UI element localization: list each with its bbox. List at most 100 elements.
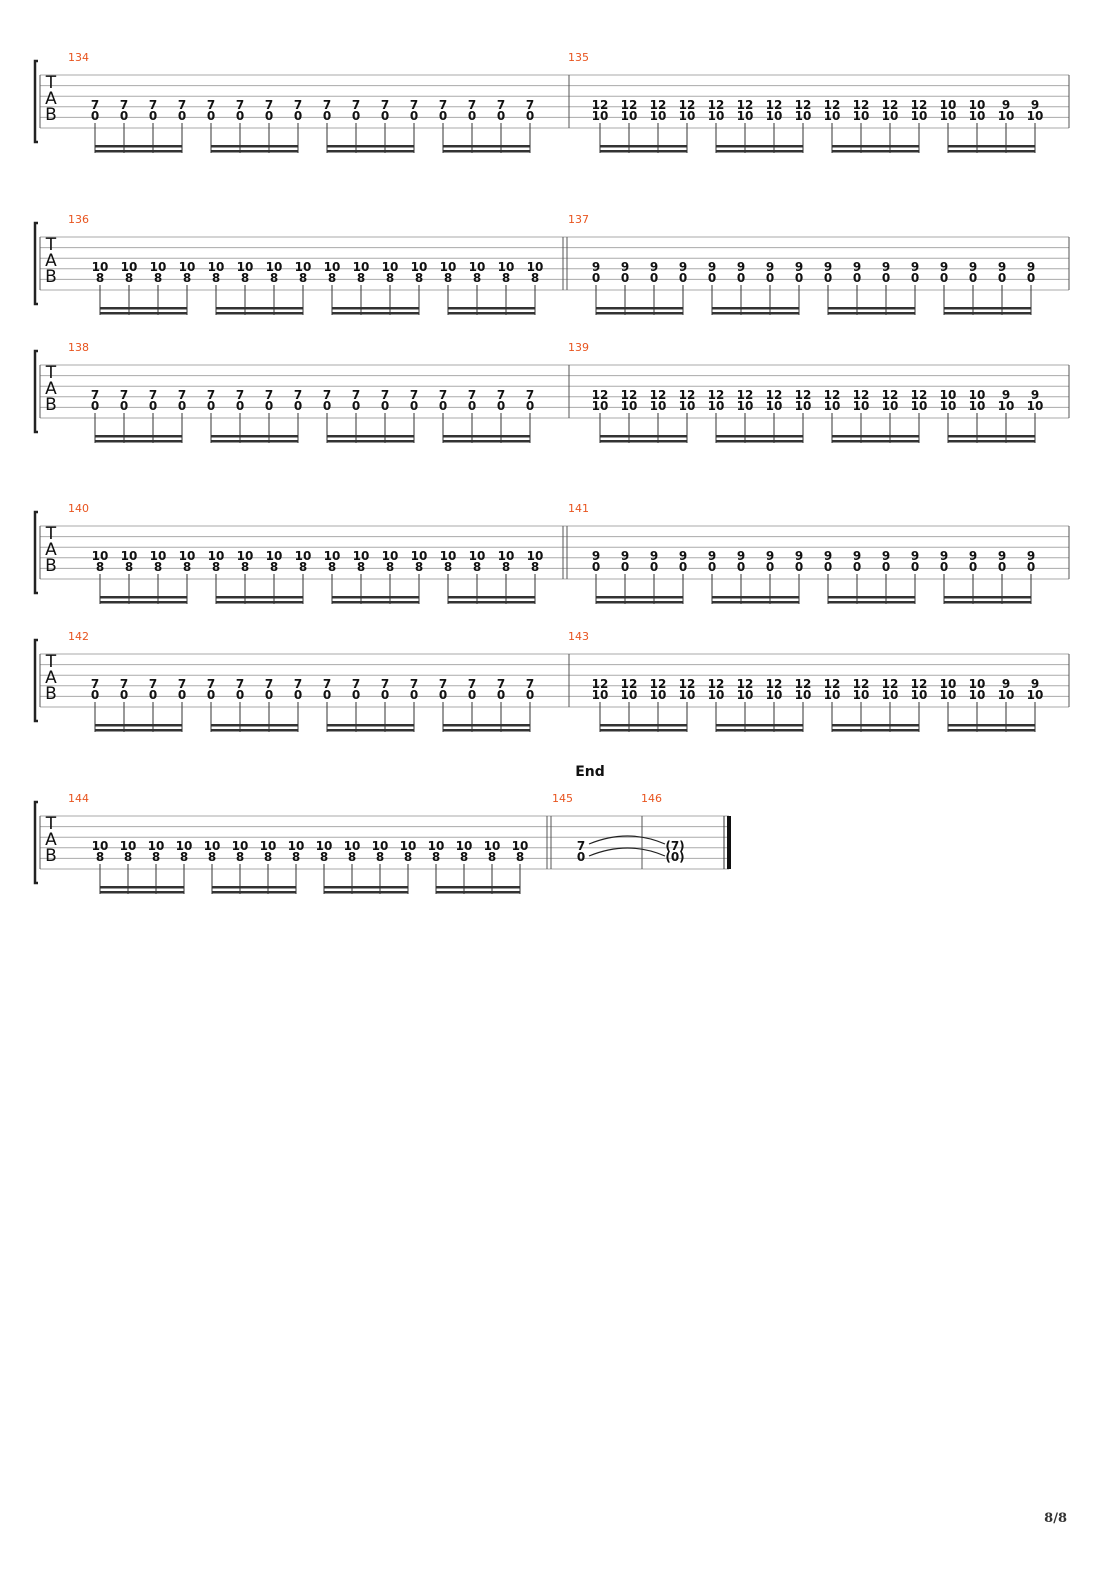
fret-number-upper: 10 (969, 677, 986, 691)
beam-primary (716, 435, 803, 438)
beam-secondary (596, 312, 683, 315)
fret-number-upper: 12 (853, 388, 870, 402)
fret-number-lower: 8 (208, 850, 216, 864)
fret-number-lower: 10 (940, 109, 957, 123)
fret-number-upper: 7 (265, 98, 273, 112)
fret-number-upper: 7 (120, 677, 128, 691)
fret-number-lower: 8 (328, 560, 336, 574)
fret-number-upper: 7 (439, 98, 447, 112)
fret-number-lower: 0 (998, 271, 1006, 285)
fret-number-upper: 9 (708, 549, 716, 563)
fret-number-upper: 10 (150, 549, 167, 563)
fret-number-upper: 10 (295, 260, 312, 274)
fret-number-upper: 7 (178, 98, 186, 112)
fret-number-upper: 7 (410, 98, 418, 112)
fret-number-lower: 8 (270, 560, 278, 574)
fret-number-upper: 9 (1031, 677, 1039, 691)
fret-number-upper: 7 (294, 677, 302, 691)
measure-number: 144 (68, 792, 89, 805)
fret-number-upper: 9 (1002, 98, 1010, 112)
beam-secondary (324, 891, 408, 894)
measure-number: 135 (568, 51, 589, 64)
beam-primary (828, 596, 915, 599)
fret-number-upper: 7 (207, 388, 215, 402)
fret-number-lower: 0 (294, 109, 302, 123)
fret-number-lower: 8 (180, 850, 188, 864)
fret-number-upper: 10 (353, 260, 370, 274)
beam-primary (443, 724, 530, 727)
fret-number-lower: 10 (737, 399, 754, 413)
fret-number-upper: 7 (468, 677, 476, 691)
fret-number-lower: 0 (497, 688, 505, 702)
fret-number-lower: 0 (737, 271, 745, 285)
fret-number-lower: 0 (853, 560, 861, 574)
fret-number-lower: 0 (439, 688, 447, 702)
beam-secondary (716, 440, 803, 443)
beam-primary (712, 596, 799, 599)
beam-secondary (596, 601, 683, 604)
fret-number-upper: 9 (621, 549, 629, 563)
fret-number-upper: 10 (237, 549, 254, 563)
fret-number-lower: 0 (468, 688, 476, 702)
fret-number-lower: 8 (357, 560, 365, 574)
fret-number-upper: 9 (1027, 260, 1035, 274)
fret-number-upper: 7 (410, 677, 418, 691)
measure-number: 138 (68, 341, 89, 354)
fret-number-upper: 9 (766, 549, 774, 563)
fret-number-upper: 9 (737, 260, 745, 274)
beam-secondary (211, 440, 298, 443)
fret-number-lower: 10 (650, 109, 667, 123)
fret-number-upper: 12 (882, 388, 899, 402)
beam-primary (832, 145, 919, 148)
tab-clef-letter: T (45, 652, 57, 672)
beam-primary (212, 886, 296, 889)
fret-number-lower: 0 (911, 271, 919, 285)
fret-number-lower: 8 (154, 271, 162, 285)
fret-number-upper: 10 (498, 549, 515, 563)
beam-secondary (211, 150, 298, 153)
tab-clef-letter: T (45, 73, 57, 93)
beam-secondary (716, 150, 803, 153)
beam-primary (944, 307, 1031, 310)
fret-number-upper: 7 (381, 98, 389, 112)
fret-number-upper: 9 (882, 260, 890, 274)
beam-primary (216, 596, 303, 599)
fret-number-lower: 8 (386, 560, 394, 574)
fret-number-lower: 8 (183, 560, 191, 574)
fret-number-upper: 12 (882, 677, 899, 691)
fret-number-lower: 8 (460, 850, 468, 864)
fret-number-lower: 10 (882, 109, 899, 123)
beam-secondary (712, 601, 799, 604)
fret-number-upper: 10 (150, 260, 167, 274)
fret-number-lower: 0 (236, 688, 244, 702)
fret-number-upper: 12 (795, 98, 812, 112)
fret-number-lower: 8 (376, 850, 384, 864)
fret-number-upper: 7 (149, 388, 157, 402)
fret-number-lower: 8 (348, 850, 356, 864)
fret-number-upper: 7 (207, 677, 215, 691)
measure-number: 137 (568, 213, 589, 226)
fret-number-lower: 10 (969, 399, 986, 413)
beam-secondary (216, 601, 303, 604)
fret-number-upper: 7 (526, 677, 534, 691)
fret-number-lower: 10 (853, 399, 870, 413)
fret-number-upper: 10 (940, 98, 957, 112)
fret-number-lower: 0 (497, 399, 505, 413)
fret-number-upper: 9 (940, 549, 948, 563)
measure-number: 140 (68, 502, 89, 515)
fret-number-upper: 12 (621, 677, 638, 691)
fret-number-lower: (0) (665, 850, 684, 864)
fret-number-upper: 7 (91, 98, 99, 112)
beam-primary (332, 596, 419, 599)
system-bracket (33, 221, 38, 306)
fret-number-upper: 7 (149, 677, 157, 691)
fret-number-lower: 0 (178, 109, 186, 123)
fret-number-upper: 9 (969, 549, 977, 563)
fret-number-lower: 8 (125, 560, 133, 574)
fret-number-upper: 7 (265, 388, 273, 402)
beam-secondary (832, 150, 919, 153)
fret-number-upper: 12 (679, 677, 696, 691)
measure-number: 136 (68, 213, 89, 226)
measure-number: 141 (568, 502, 589, 515)
page-number: 8/8 (1044, 1511, 1067, 1526)
